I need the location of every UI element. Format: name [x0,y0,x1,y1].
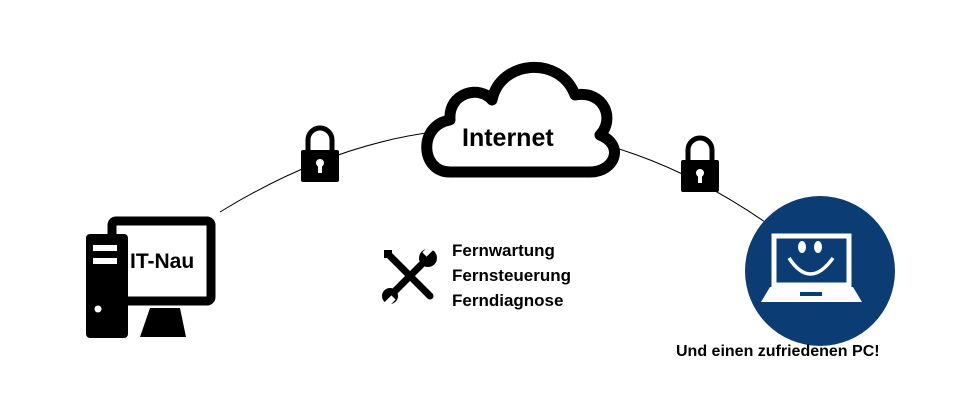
service-ferndiagnose: Ferndiagnose [452,291,564,310]
service-fernwartung: Fernwartung [452,241,555,260]
desktop-computer-icon [86,216,216,338]
service-fernsteuerung: Fernsteuerung [452,266,572,285]
lock-icon [301,125,339,182]
lock-icon [681,135,719,192]
cloud-label: Internet [462,124,554,152]
computer-label: IT-Nau [130,250,195,273]
wrench-screwdriver-icon [382,245,437,307]
cloud-icon [421,62,620,178]
happy-laptop-icon [745,196,895,346]
client-caption: Und einen zufriedenen PC! [676,343,880,360]
